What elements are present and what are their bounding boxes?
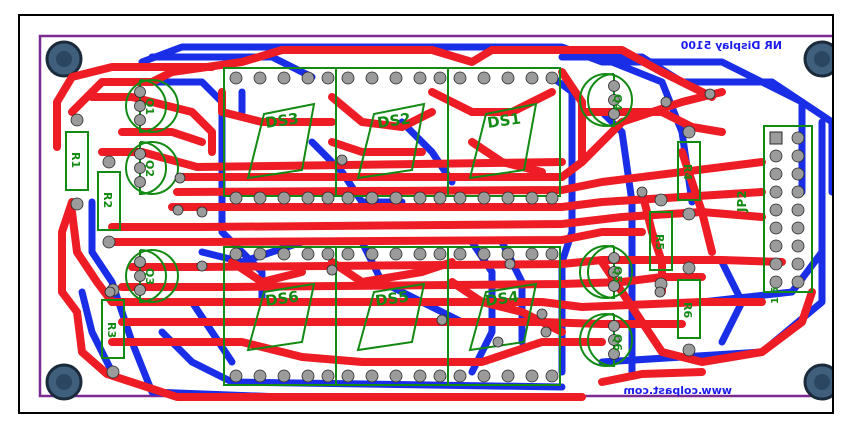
label-ds2: DS2 [376, 109, 412, 132]
label-q5: Q5 [611, 266, 624, 283]
label-r4: R4 [681, 164, 694, 180]
label-ds3: DS3 [264, 109, 300, 132]
pads [70, 71, 805, 383]
label-ds5: DS5 [374, 287, 410, 310]
mirrored-text-top: NR Display 5100 [680, 39, 782, 52]
label-r6: R6 [681, 302, 694, 318]
label-r1: R1 [69, 152, 82, 168]
label-q3: Q3 [143, 268, 156, 285]
label-ds4: DS4 [484, 287, 520, 310]
mirrored-text-bottom: www.colpast.com [623, 384, 732, 397]
label-jp2-pin: 1 5 [770, 287, 781, 304]
label-ds6: DS6 [264, 287, 300, 310]
pcb-frame: DS3 DS2 DS1 DS6 DS5 DS4 R1 R2 R3 R4 R5 R… [18, 14, 834, 414]
label-r3: R3 [105, 322, 118, 338]
label-q1: Q1 [143, 98, 156, 115]
mounting-holes [45, 40, 832, 401]
label-r2: R2 [101, 192, 114, 208]
label-q2: Q2 [143, 160, 156, 177]
label-ds1: DS1 [486, 109, 522, 132]
pcb-board: DS3 DS2 DS1 DS6 DS5 DS4 R1 R2 R3 R4 R5 R… [38, 34, 832, 401]
top-copper-traces [53, 46, 816, 401]
label-q4: Q4 [611, 94, 624, 111]
label-q6: Q6 [611, 334, 624, 351]
label-jp2: JP2 [735, 190, 749, 213]
label-r5: R5 [653, 234, 666, 250]
